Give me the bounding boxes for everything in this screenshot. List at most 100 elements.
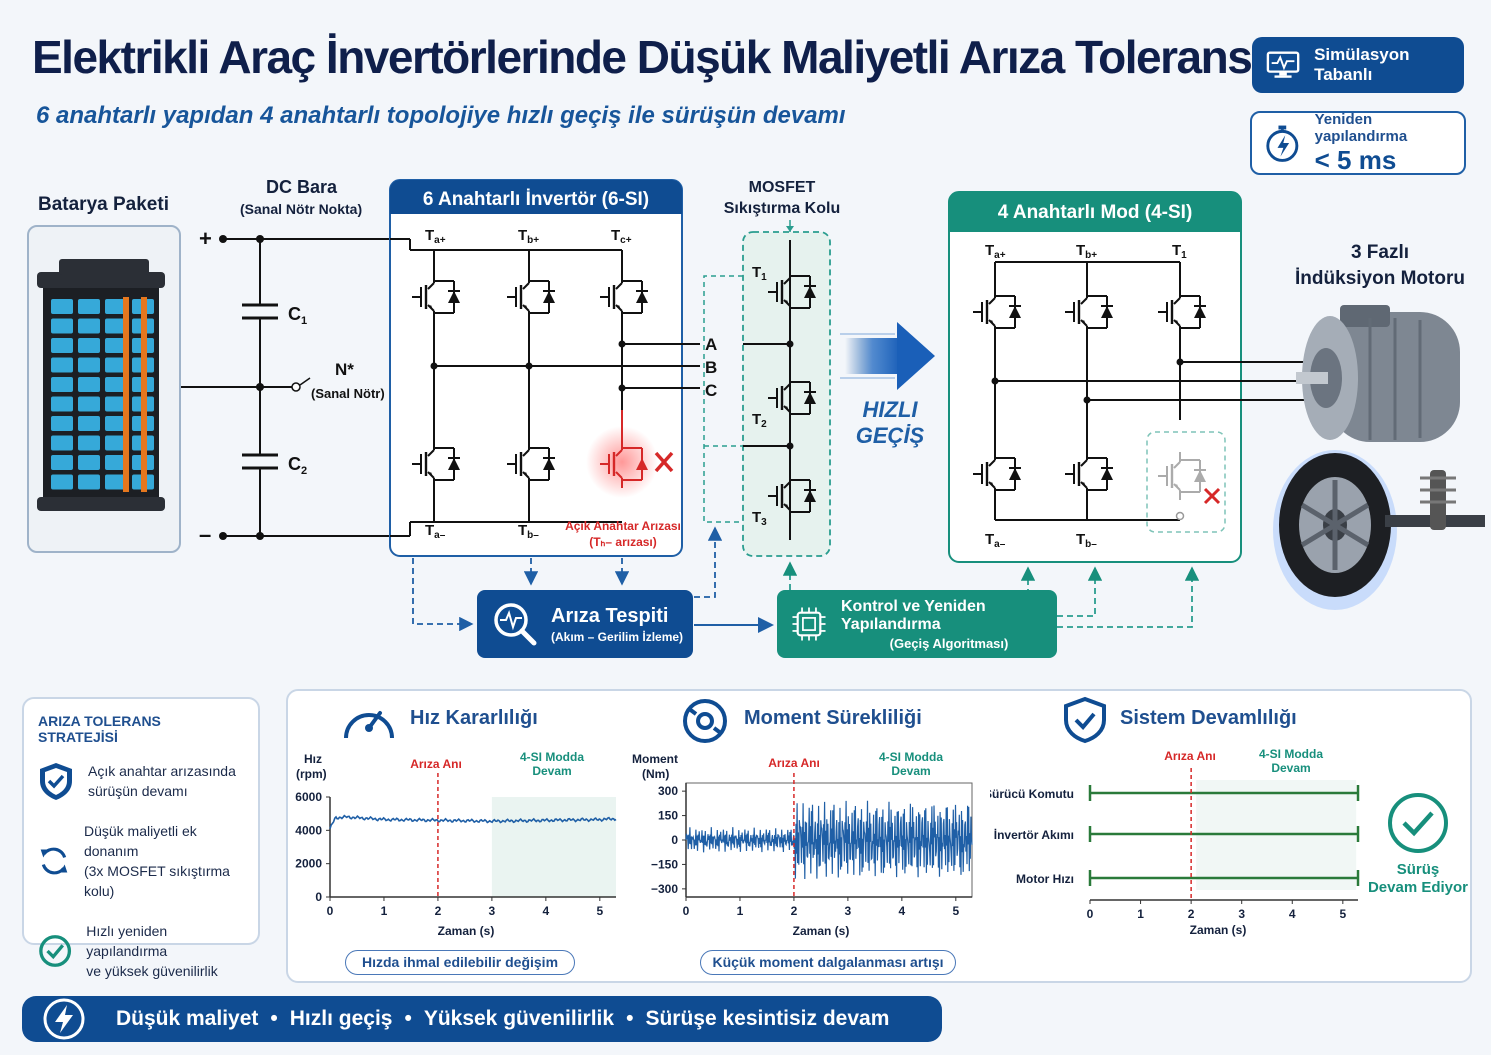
x-tick-label: 2 <box>435 904 442 918</box>
mosfet-t1-sub: 1 <box>761 272 767 283</box>
svg-text:T1: T1 <box>752 264 767 283</box>
neutral-sub: (Sanal Nötr) <box>311 386 385 401</box>
transition-line1: HIZLI <box>863 397 919 422</box>
speed-chart-title: Hız Kararlılığı <box>410 707 538 729</box>
fault-label: Açık Anahtar Arızası <box>565 519 681 533</box>
speed-series-line <box>329 814 617 829</box>
x-tick-label: 4 <box>543 904 550 918</box>
svg-text:Tb–: Tb– <box>1076 531 1097 550</box>
ta-minus-sub: a– <box>434 530 446 541</box>
battery-cell <box>105 338 127 353</box>
battery-cell <box>78 435 100 451</box>
inv4-t1-label: T <box>1172 242 1181 259</box>
x-tick-label: 0 <box>683 904 690 918</box>
battery-cell <box>51 474 73 490</box>
inv4-tb-plus-label: T <box>1076 242 1085 259</box>
svg-text:Ta–: Ta– <box>425 522 446 541</box>
strategy-item-2-line1: Düşük maliyetli ek donanım <box>83 823 197 859</box>
svg-text:T3: T3 <box>752 509 767 528</box>
battery-icon <box>37 259 165 511</box>
transition-line2: GEÇİŞ <box>856 423 925 448</box>
bottom-item-3: Yüksek güvenilirlik <box>423 1007 615 1030</box>
transition-arrow-icon <box>840 322 935 390</box>
inv4-tb-minus-sub: b– <box>1085 539 1097 550</box>
battery-cell <box>105 416 127 431</box>
mosfet-title1: MOSFET <box>749 179 816 196</box>
battery-cell <box>51 299 73 314</box>
battery-cell <box>51 377 73 392</box>
y-tick-label: 300 <box>658 784 678 798</box>
c1-label: C <box>288 304 301 324</box>
detect-title: Arıza Tespiti <box>551 604 669 627</box>
speed-fault-label: Arıza Anı <box>410 757 462 771</box>
inv6-title: 6 Anahtarlı İnvertör (6-SI) <box>423 189 649 210</box>
shield-check-icon <box>40 763 72 800</box>
y-tick-label: 0 <box>315 890 322 904</box>
phase-c-label: C <box>705 381 717 400</box>
inv4-tb-plus-sub: b+ <box>1085 250 1097 261</box>
wheel-icon <box>1273 450 1485 610</box>
x-tick-label: 3 <box>489 904 496 918</box>
stopwatch-icon <box>1266 125 1299 162</box>
tc-plus-label: T <box>611 227 620 244</box>
lightning-icon <box>43 998 85 1040</box>
strategy-item-1-line1: Açık anahtar arızasında <box>88 763 236 779</box>
torque-ylabel2: (Nm) <box>642 767 669 781</box>
speed-note: Hızda ihmal edilebilir değişim <box>345 950 575 975</box>
system-row-2: İnvertör Akımı <box>994 827 1074 842</box>
circuit-diagram: DC Bara (Sanal Nötr Nokta) + – C1 C2 N* … <box>181 177 1485 633</box>
control-title: Kontrol ve Yeniden Yapılandırma <box>841 597 986 633</box>
mosfet-clamp-leg <box>703 220 831 557</box>
battery-cell <box>78 455 100 470</box>
y-tick-label: −150 <box>651 857 678 871</box>
svg-text:T1: T1 <box>1172 242 1187 261</box>
battery-cell <box>78 357 100 373</box>
c1-sub: 1 <box>301 315 307 327</box>
dc-bus <box>181 235 390 540</box>
monitor-icon <box>1266 51 1300 78</box>
strategy-title: ARIZA TOLERANS STRATEJİSİ <box>38 713 161 745</box>
inv4-ta-plus-sub: a+ <box>994 250 1006 261</box>
simulation-button[interactable]: Simülasyon Tabanlı <box>1252 37 1464 93</box>
reconfig-value: < 5 ms <box>1314 144 1397 175</box>
torque-series-line <box>685 800 973 880</box>
motor-icon <box>1296 305 1460 442</box>
strategy-item-3-line2: ve yüksek güvenilirlik <box>86 963 218 979</box>
strategy-item-1-line2: sürüşün devamı <box>88 783 188 799</box>
system-xlabel: Zaman (s) <box>1190 923 1247 937</box>
torque-icon <box>683 699 727 743</box>
speed-xlabel: Zaman (s) <box>438 924 495 938</box>
bottom-sep: • <box>404 1007 412 1030</box>
battery-cell <box>78 338 100 353</box>
x-tick-label: 5 <box>1339 907 1346 921</box>
y-tick-label: 6000 <box>295 790 322 804</box>
page-title: Elektrikli Araç İnvertörlerinde Düşük Ma… <box>32 31 1264 83</box>
system-row-3: Motor Hızı <box>1016 872 1074 886</box>
battery-cell <box>51 416 73 431</box>
svg-text:Ta+: Ta+ <box>985 242 1006 261</box>
x-tick-label: 0 <box>1087 907 1094 921</box>
x-tick-label: 3 <box>845 904 852 918</box>
battery-cell <box>51 338 73 353</box>
battery-pack <box>27 225 181 553</box>
battery-label: Batarya Paketi <box>38 194 169 215</box>
chip-icon <box>792 607 826 641</box>
mosfet-t1-label: T <box>752 264 761 281</box>
x-tick-label: 5 <box>596 904 603 918</box>
x-tick-label: 3 <box>1238 907 1245 921</box>
strategy-item: Düşük maliyetli ek donanım(3x MOSFET sık… <box>38 821 244 901</box>
detect-subtitle: (Akım – Gerilim İzleme) <box>551 629 684 644</box>
inv4-ta-minus-sub: a– <box>994 539 1006 550</box>
speed-ylabel1: Hız <box>304 752 322 766</box>
svg-text:Ta–: Ta– <box>985 531 1006 550</box>
dcbus-title: DC Bara <box>266 177 338 197</box>
battery-cell <box>105 357 127 373</box>
control-subtitle: (Geçiş Algoritması) <box>889 635 1009 651</box>
battery-cell <box>78 318 100 334</box>
battery-cell <box>105 299 127 314</box>
battery-cell <box>78 377 100 392</box>
speed-mode-label2: Devam <box>532 764 571 778</box>
strategy-panel: ARIZA TOLERANS STRATEJİSİ Açık anahtar a… <box>22 697 260 979</box>
battery-cell <box>51 435 73 451</box>
torque-ylabel1: Moment <box>632 752 678 766</box>
